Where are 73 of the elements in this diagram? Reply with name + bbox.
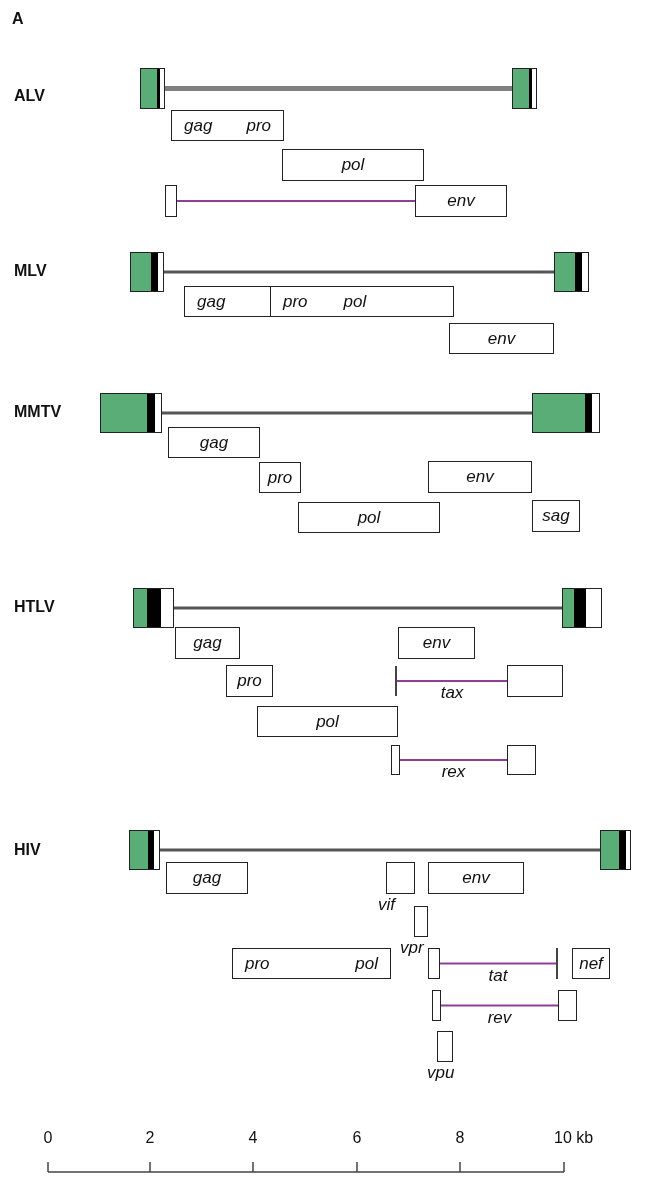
- virus-name: HTLV: [14, 598, 55, 616]
- gene-box: [171, 110, 284, 141]
- connector-line: [174, 606, 562, 610]
- ltr-box: [133, 588, 174, 628]
- edge-label: tax: [440, 683, 464, 703]
- gene-box: nef: [572, 948, 610, 979]
- connector-line: [396, 680, 508, 682]
- gene-box: gag: [184, 286, 271, 317]
- connector-line: [399, 759, 508, 761]
- gene-box: pro: [259, 462, 301, 493]
- gene-box: [232, 948, 391, 979]
- connector-line: [440, 1004, 559, 1007]
- edge-label: rev: [487, 1007, 512, 1028]
- gene-box: pol: [298, 502, 440, 533]
- tick-mark: [556, 948, 558, 979]
- gene-box: pol: [257, 706, 398, 737]
- gene-label: vpu: [427, 1063, 455, 1083]
- exon-box: [507, 665, 563, 697]
- gene-name: pol: [355, 953, 378, 974]
- gene-box: env: [398, 627, 475, 659]
- ltr-box: [562, 588, 602, 628]
- connector-line: [164, 270, 554, 274]
- connector-line: [439, 962, 557, 965]
- scale-label: 0: [43, 1129, 53, 1147]
- gene-box: gag: [175, 627, 240, 659]
- tick-mark: [395, 666, 397, 696]
- gene-box: pro: [226, 665, 273, 697]
- gene-box: sag: [532, 500, 580, 532]
- virus-name: ALV: [14, 87, 45, 105]
- connector-line: [165, 86, 512, 91]
- ltr-box: [140, 68, 165, 109]
- scale-label: 10 kb: [554, 1129, 594, 1147]
- gene-name: pro: [245, 953, 270, 974]
- gene-name: gag: [184, 115, 213, 136]
- scale-label: 8: [455, 1129, 465, 1147]
- connector-line: [176, 200, 416, 202]
- gene-name: pro: [283, 291, 308, 312]
- scale-label: 6: [352, 1129, 362, 1147]
- gene-box: env: [415, 185, 507, 217]
- gene-box: pol: [282, 149, 424, 181]
- virus-name: MLV: [14, 262, 47, 280]
- exon-box: [432, 990, 441, 1021]
- gene-box: gag: [166, 862, 248, 894]
- edge-label: tat: [488, 965, 508, 986]
- exon-box: [428, 948, 440, 979]
- connector-line: [160, 848, 600, 852]
- gene-label: vpr: [400, 938, 424, 958]
- gene-box: env: [428, 461, 532, 493]
- edge-label: rex: [441, 762, 466, 782]
- connector-line: [162, 411, 532, 415]
- ltr-box: [554, 252, 589, 292]
- ltr-box: [600, 830, 631, 870]
- gene-box: env: [428, 862, 524, 894]
- virus-name: HIV: [14, 841, 41, 859]
- scale-label: 4: [248, 1129, 258, 1147]
- gene-name: pro: [246, 115, 271, 136]
- virus-name: MMTV: [14, 403, 62, 421]
- ltr-box: [512, 68, 537, 109]
- exon-box: [391, 745, 400, 775]
- gene-box: [270, 286, 454, 317]
- ltr-box: [532, 393, 600, 433]
- exon-box: [507, 745, 536, 775]
- exon-box: [558, 990, 577, 1021]
- ltr-box: [100, 393, 162, 433]
- scale-label: 2: [145, 1129, 155, 1147]
- ltr-box: [129, 830, 160, 870]
- gene-label: vif: [378, 895, 395, 915]
- exon-box: [165, 185, 177, 217]
- gene-name: pol: [343, 291, 367, 312]
- gene-box: gag: [168, 427, 260, 458]
- panel-letter: A: [12, 10, 24, 28]
- ltr-box: [130, 252, 164, 292]
- gene-box: env: [449, 323, 554, 354]
